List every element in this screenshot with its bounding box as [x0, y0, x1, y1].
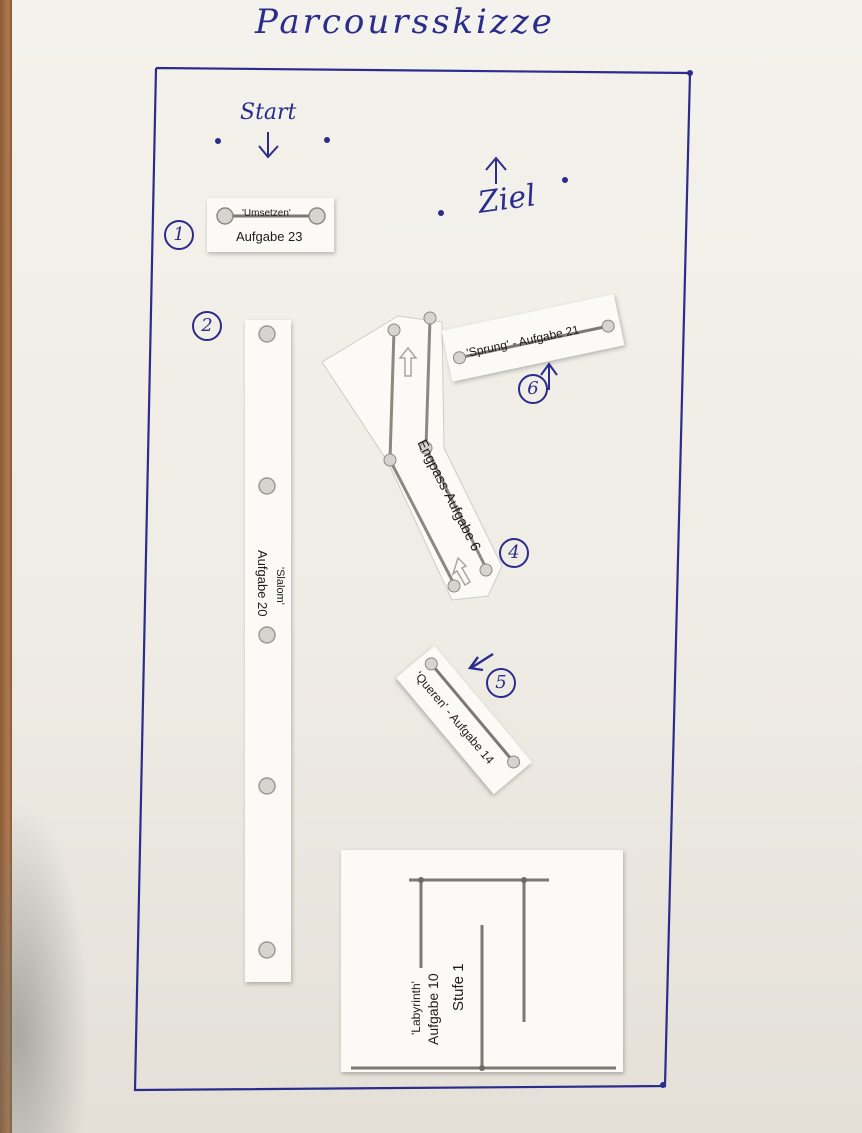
station-6-number: 6: [518, 374, 548, 404]
station-5-number: 5: [486, 668, 516, 698]
